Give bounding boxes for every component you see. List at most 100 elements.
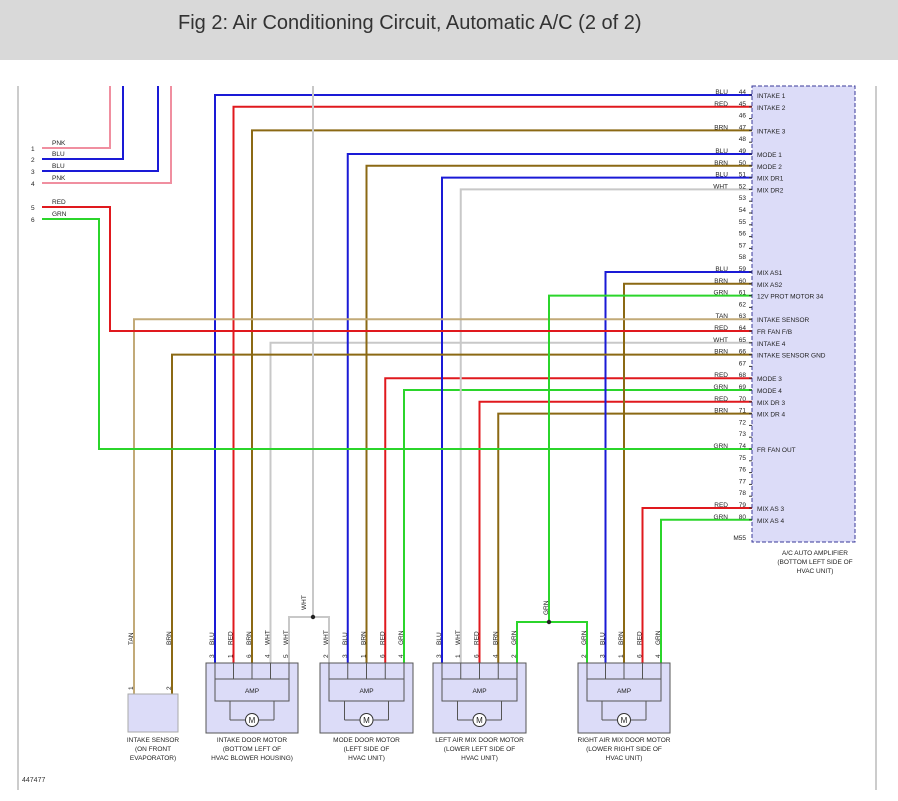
amplifier-pin-number: 66 — [739, 349, 747, 356]
left-connector-pin-color: RED — [52, 199, 66, 206]
amplifier-pin-color: WHT — [713, 337, 728, 344]
amplifier-pin-number: 64 — [739, 325, 747, 332]
left-connector-pin-number: 5 — [31, 205, 35, 212]
amplifier-pin-color: RED — [714, 396, 728, 403]
motor-pin-number: 4 — [492, 654, 499, 658]
amplifier-pin-name: INTAKE 2 — [757, 105, 786, 112]
motor-pin-color: BRN — [492, 631, 499, 645]
wire-65 — [269, 341, 752, 663]
motor-pin-number: 3 — [600, 654, 607, 658]
intake-sensor-label: EVAPORATOR) — [130, 755, 176, 762]
left-mix-motor-label: HVAC UNIT) — [461, 755, 498, 762]
motor-pin-number: 2 — [323, 654, 330, 658]
diagram-frame — [17, 86, 877, 790]
wire-60 — [623, 282, 752, 663]
amplifier-pin-number: 55 — [739, 219, 747, 226]
wire-51 — [441, 176, 752, 663]
left-connector-pin-number: 4 — [31, 181, 35, 188]
left-connector-pin-number: 3 — [31, 169, 35, 176]
amplifier-pin-number: 48 — [739, 136, 747, 143]
intake-sensor-label: INTAKE SENSOR — [127, 737, 180, 744]
motor-symbol — [617, 713, 631, 727]
wire-wht-splice-mode — [313, 616, 330, 663]
left-wire-6 — [42, 218, 752, 450]
motor-symbol — [245, 713, 259, 727]
motor-label: M — [621, 716, 628, 725]
motor-symbol — [472, 713, 487, 727]
motor-pin-number: 1 — [361, 654, 368, 658]
amplifier-pin-number: 52 — [739, 183, 747, 190]
motor-pin-color: RED — [637, 631, 644, 645]
amp-label: AMP — [359, 688, 373, 695]
figure-title: Fig 2: Air Conditioning Circuit, Automat… — [178, 12, 642, 34]
amp-module — [214, 678, 290, 702]
amplifier-pin-number: 60 — [739, 278, 747, 285]
amplifier-pin-name: MIX DR 3 — [757, 400, 786, 407]
intake-motor-label: HVAC BLOWER HOUSING) — [211, 755, 293, 762]
amplifier-pin-number: 58 — [739, 254, 747, 261]
amplifier-pin-number: 56 — [739, 231, 747, 238]
wire-79 — [641, 507, 752, 663]
motor-pin-color: GRN — [655, 630, 662, 645]
wire-80 — [660, 518, 752, 663]
amplifier-pin-color: BRN — [714, 278, 728, 285]
amplifier-pin-number: 79 — [739, 502, 747, 509]
left-wire-5 — [42, 206, 752, 332]
motor-pin-number: 1 — [228, 654, 235, 658]
left-wire-4 — [42, 86, 172, 184]
wire-59 — [604, 271, 752, 663]
amplifier-pin-name: MIX AS 4 — [757, 518, 784, 525]
amplifier-pin-color: WHT — [713, 183, 728, 190]
amplifier-pin-color: BRN — [714, 160, 728, 167]
amplifier-pin-color: BLU — [715, 89, 728, 96]
intake-motor-label: INTAKE DOOR MOTOR — [217, 737, 287, 744]
amplifier-pin-number: 62 — [739, 301, 747, 308]
amplifier-pin-number: 59 — [739, 266, 747, 273]
wire-68 — [384, 377, 752, 663]
motor-pin-color: BLU — [342, 632, 349, 645]
amplifier-pin-number: 47 — [739, 124, 747, 131]
amplifier-pin-number: 53 — [739, 195, 747, 202]
amplifier-pin-color: BRN — [714, 349, 728, 356]
wire-44 — [214, 94, 752, 663]
amplifier-pin-name: MIX AS 3 — [757, 506, 784, 513]
amp-module — [328, 678, 405, 702]
motor-pin-color: BLU — [436, 632, 443, 645]
amplifier-pin-number: 75 — [739, 455, 747, 462]
amplifier-pin-number: 77 — [739, 478, 747, 485]
sensor-pin-color: TAN — [128, 632, 135, 645]
amplifier-pin-name: MODE 2 — [757, 164, 782, 171]
sensor-pin-color: BRN — [166, 631, 173, 645]
motor-pin-number: 5 — [283, 654, 290, 658]
left-connector-pin-color: GRN — [52, 211, 67, 218]
amplifier-pin-color: BRN — [714, 124, 728, 131]
amplifier-pin-number: 54 — [739, 207, 747, 214]
amplifier-pin-color: RED — [714, 325, 728, 332]
motor-pin-color: WHT — [265, 630, 272, 645]
amplifier-pin-number: 78 — [739, 490, 747, 497]
motor-pin-number: 3 — [209, 654, 216, 658]
motor-pin-number: 1 — [618, 654, 625, 658]
amplifier-pin-color: RED — [714, 372, 728, 379]
motor-label: M — [249, 716, 256, 725]
amplifier-pin-name: MODE 1 — [757, 152, 782, 159]
amplifier-pin-number: 51 — [739, 172, 747, 179]
amplifier-pin-name: INTAKE 4 — [757, 341, 786, 348]
wire-61 — [548, 294, 752, 622]
amplifier-pin-name: MIX AS2 — [757, 282, 783, 289]
amplifier-pin-color: RED — [714, 101, 728, 108]
left-connector-pin-color: BLU — [52, 163, 65, 170]
motor-pin-color: RED — [228, 631, 235, 645]
figure-id: 447477 — [22, 777, 45, 784]
wht-splice-dot — [310, 614, 316, 620]
motor-pin-number: 6 — [379, 654, 386, 658]
amp-label: AMP — [472, 688, 486, 695]
motor-label: M — [363, 716, 370, 725]
motor-pin-color: BRN — [361, 631, 368, 645]
motor-pin-color: RED — [379, 631, 386, 645]
motor-pin-number: 4 — [398, 654, 405, 658]
